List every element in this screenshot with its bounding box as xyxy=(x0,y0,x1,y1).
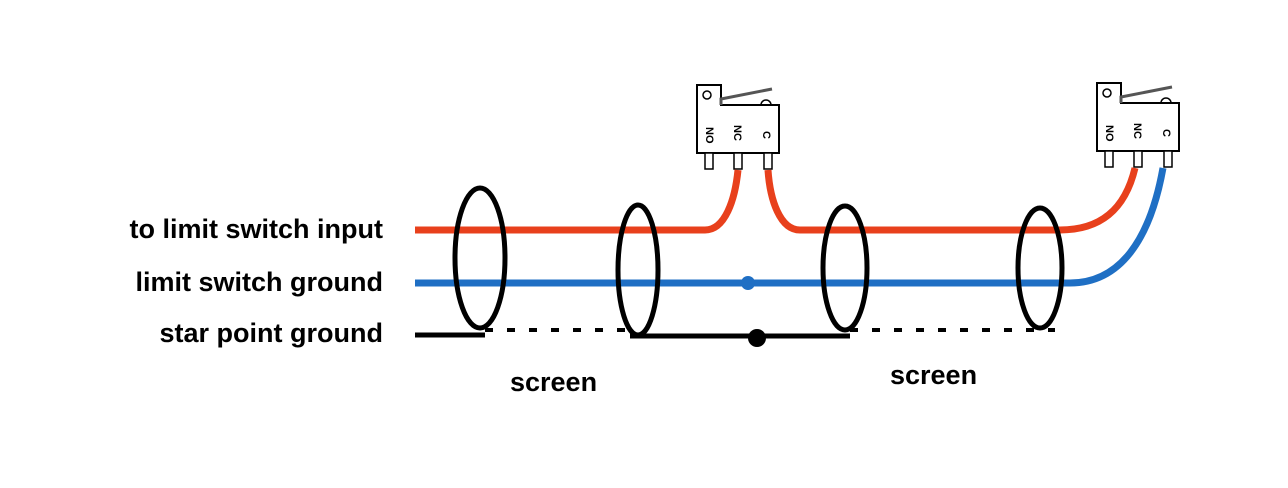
microswitch-2: NO NC C xyxy=(1096,82,1180,168)
ground-wire xyxy=(415,167,1167,287)
pin-label-no: NO xyxy=(703,127,715,144)
label-screen-1: screen xyxy=(510,367,598,397)
label-limit-switch-ground: limit switch ground xyxy=(135,267,384,297)
label-limit-switch-input: to limit switch input xyxy=(129,214,383,244)
pin-label-no: NO xyxy=(1103,125,1115,142)
label-screen-2: screen xyxy=(890,360,978,390)
pin-label-nc: NC xyxy=(731,125,743,141)
screen-clamp-4 xyxy=(1015,205,1065,331)
screen-clamp-2 xyxy=(615,202,661,338)
pin-label-nc: NC xyxy=(1131,123,1143,139)
ground-junction-dot xyxy=(741,276,755,290)
label-star-point-ground: star point ground xyxy=(159,318,383,348)
screen-clamp-1 xyxy=(452,185,508,331)
screen-clamp-3 xyxy=(820,203,870,333)
pin-label-c: C xyxy=(760,131,772,139)
star-ground-wire xyxy=(415,332,850,339)
input-wire xyxy=(415,167,1139,234)
microswitch-1: NO NC C xyxy=(696,84,780,170)
star-junction-dot xyxy=(748,329,766,347)
pin-label-c: C xyxy=(1160,129,1172,137)
